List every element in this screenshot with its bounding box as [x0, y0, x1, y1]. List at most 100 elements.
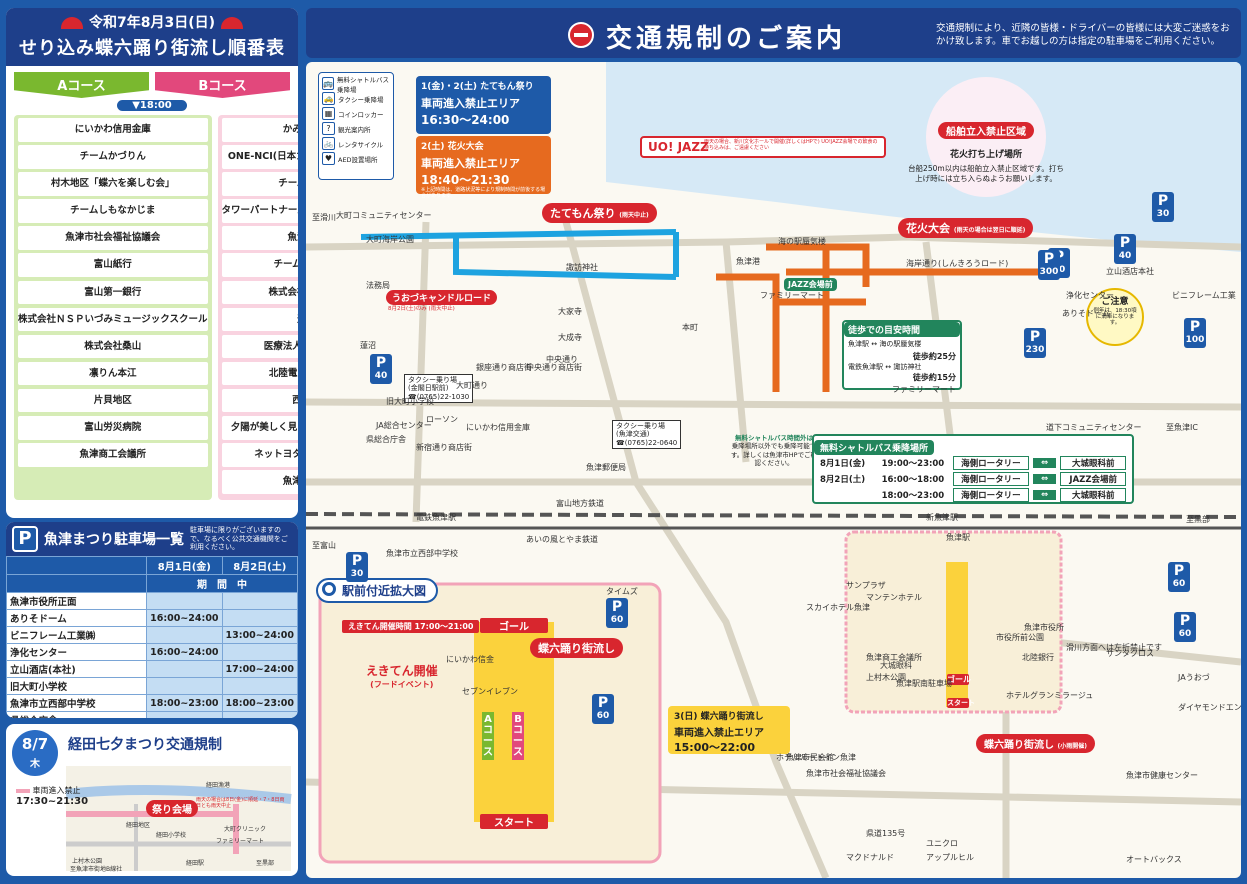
map-place-label: 富山地方鉄道 [556, 499, 604, 508]
parking-time-day1 [146, 626, 223, 644]
taxi-stand-1: タクシー乗り場 (金閣日駅前) ☎(0765)22-1030 [404, 374, 474, 404]
legend-row: 🚌無料シャトルバス乗降場 [322, 75, 390, 94]
legend-row: ?観光案内所 [322, 121, 390, 136]
map-place-label: 道下コミュニティセンター [1046, 423, 1142, 432]
course_a-item: 魚津商工会議所 [18, 443, 208, 467]
map-place-label: ファミリーマート [760, 291, 824, 300]
aug3-info-box: 3(日) 蝶六踊り街流し 車両進入禁止エリア 15:00～22:00 [668, 706, 790, 754]
parking-icon: P [597, 695, 609, 711]
legend-icon: 🚌 [322, 77, 334, 90]
parking-time-day1 [146, 677, 223, 695]
map-place-label: 大町コミュニティセンター [336, 211, 432, 220]
map-place-label: マンテンホテル [866, 593, 922, 602]
map-place-label: 至魚津IC [1166, 423, 1198, 432]
legend-icon: ? [322, 122, 335, 135]
tanabata-place-label: 経田漁港 [206, 782, 231, 789]
parking-time-day2: 18:00~23:00 [221, 694, 298, 712]
map-place-label: 至富山 [312, 541, 336, 550]
course-b-list: かみのがたONE-NCI(日本カーバイドグループ)チーム上中島タワーパートナーズ… [217, 115, 298, 501]
parking-name: 魚津市役所正面 [6, 592, 148, 610]
map-place-label: にいかわ信用金庫 [466, 423, 530, 432]
course_b-item: チームみちした [221, 253, 298, 277]
tanabata-date-badge: 8/7 木 [12, 730, 58, 776]
course-b-heading: Bコース [155, 72, 290, 98]
course-a-list: にいかわ信用金庫チームかづりん村木地区「蝶六を楽しむ会」チームしもなかじま魚津市… [14, 115, 212, 501]
taxi-2-sub: (魚津交通) [616, 430, 650, 439]
caution-title: ご注意 [1101, 297, 1129, 307]
legend-label: 無料シャトルバス乗降場 [336, 75, 389, 94]
parking-row: 旧大町小学校 [6, 677, 298, 695]
parking-time-day2 [221, 643, 298, 661]
course-a-route-label: Aコース [482, 712, 494, 760]
procession-header: 令和7年8月3日(日) せり込み蝶六踊り街流し順番表 [6, 8, 298, 66]
parking-capacity: 30 [1156, 209, 1170, 219]
start-time: ▼18:00 [117, 100, 187, 111]
ekiten-label: えきてん開催 [366, 664, 438, 678]
course_a-item: 株式会社桑山 [18, 334, 208, 359]
parking-capacity: 60 [610, 615, 624, 625]
tanabata-place-label: ファミリーマート [216, 838, 265, 845]
tanabata-closure-time: 17:30~21:30 [16, 795, 89, 807]
map-place-label: サンプラザ [846, 581, 886, 590]
parking-capacity: 230 [1025, 345, 1045, 355]
parking-time-day2 [221, 711, 298, 718]
map-place-label: 至滑川 [312, 213, 336, 222]
course_a-item: 村木地区「蝶六を楽しむ会」 [18, 172, 208, 196]
map-place-label: 魚津港 [736, 257, 760, 266]
tatemon-tag: たてもん祭り (雨天中止) [542, 203, 657, 223]
map-place-label: 魚津商工会議所 [866, 653, 922, 662]
tatemon-tag-note: (雨天中止) [619, 212, 649, 219]
enlarged-title-text: 駅前付近拡大図 [342, 584, 427, 598]
procession-order-panel: 令和7年8月3日(日) せり込み蝶六踊り街流し順番表 Aコース Bコース ▼18… [6, 8, 298, 518]
choroku-small-note: (小雨開催) [1057, 743, 1087, 750]
map-place-label: サンタクロス [1106, 649, 1154, 658]
parking-name: 魚津市立西部中学校 [6, 694, 148, 712]
map-place-label: 魚津郵便局 [586, 463, 626, 472]
parking-name: ありそドーム [6, 609, 148, 627]
tanabata-place-label: 経田駅 [186, 860, 205, 867]
shuttle-day: 8月2日(土) [820, 475, 866, 485]
parking-col-day1: 8月1日(金) [146, 556, 223, 575]
course_a-item: チームしもなかじま [18, 199, 208, 223]
taxi-stand-2: タクシー乗り場 (魚津交通) ☎(0765)22-0640 [612, 420, 682, 450]
map-place-label: ありそドーム [1062, 309, 1110, 318]
shuttle-title: 無料シャトルバス乗降場所 [814, 440, 935, 455]
course_b-item: 医療法人ホスピィー [221, 334, 298, 359]
tanabata-venue: 祭り会場 [146, 800, 198, 817]
parking-time-day1: 16:00~24:00 [146, 643, 223, 661]
parking-time-day1: 16:00~24:00 [146, 609, 223, 627]
jazz-venue-tag: JAZZ会場前 [784, 278, 837, 291]
legend-label: AED設置場所 [338, 155, 378, 164]
walk-title: 徒歩での目安時間 [844, 322, 960, 337]
map-place-label: 大城眼科 [880, 661, 912, 670]
map-place-label: スカイホテル魚津 [806, 603, 870, 612]
ekiten-box: えきてん開催 (フードイベント) [366, 662, 438, 690]
legend-label: レンタサイクル [338, 140, 384, 149]
parking-time-day2: 13:00~24:00 [221, 626, 298, 644]
procession-title: せり込み蝶六踊り街流し順番表 [19, 38, 285, 59]
parking-col-period: 期 間 中 [146, 574, 298, 593]
map-place-label: 魚津市社会福祉協議会 [806, 769, 886, 778]
fan-icon [60, 17, 83, 29]
tanabata-place-label: B線社 [106, 866, 123, 873]
start-label: スタート [480, 814, 548, 829]
tanabata-date: 8/7 [21, 735, 49, 753]
course_a-item: 凛りん本江 [18, 361, 208, 386]
map-place-label: 法務局 [366, 281, 390, 290]
map-place-label: ファミリーマート [892, 385, 956, 394]
parking-time-day1 [146, 711, 223, 718]
map-place-label: 新魚津駅 [926, 513, 958, 522]
tatemon-info-box: 1(金)・2(土) たてもん祭り 車両進入禁止エリア 16:30～24:00 [416, 76, 551, 134]
arrow-icon: ⇔ [1032, 458, 1057, 468]
choroku-small-label: 蝶六踊り街流し [984, 740, 1054, 751]
tanabata-place-label: 至黒部 [256, 860, 275, 867]
course_a-item: 片貝地区 [18, 388, 208, 413]
map-place-label: 旧大町小学校 [386, 397, 434, 406]
